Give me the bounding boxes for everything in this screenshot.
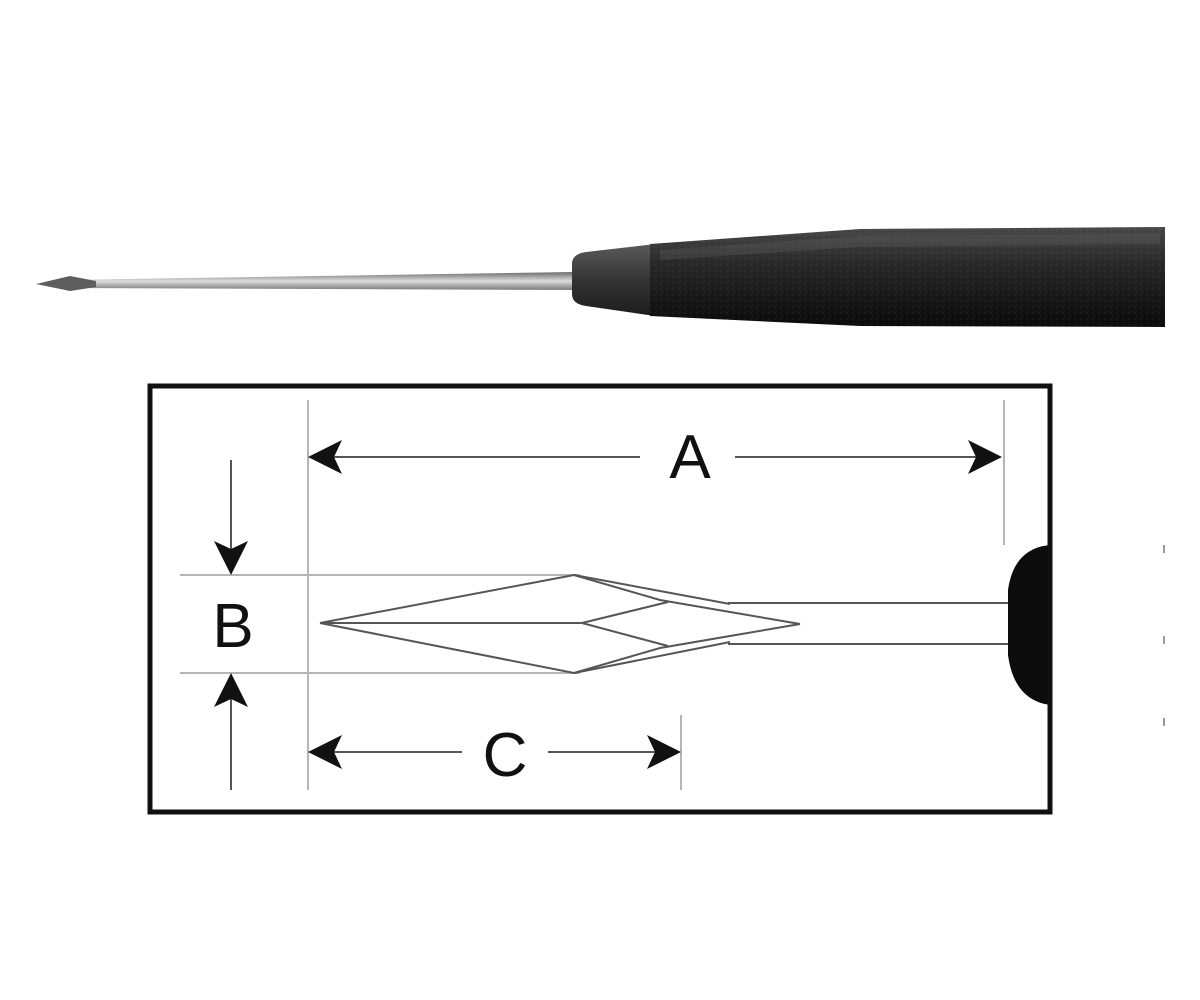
dimension-b: B: [212, 460, 254, 790]
arrowhead-up-icon: [214, 673, 248, 707]
handle-ferrule: [572, 244, 655, 316]
dimension-a: A: [308, 423, 1002, 492]
arrowhead-right-icon: [647, 735, 681, 769]
knife-shaft: [66, 272, 575, 290]
dimension-c: C: [308, 721, 681, 790]
diagram-frame: [147, 383, 1053, 815]
knife-photo: [36, 227, 1165, 327]
arrowhead-left-icon: [308, 735, 342, 769]
dimension-label-a: A: [669, 423, 711, 492]
extension-lines: [180, 400, 1005, 790]
arrowhead-right-icon: [968, 440, 1002, 474]
knife-tip: [36, 276, 96, 291]
dimension-label-b: B: [212, 592, 253, 661]
arrowhead-down-icon: [214, 541, 248, 575]
arrowhead-left-icon: [308, 440, 342, 474]
dimension-label-c: C: [483, 721, 528, 790]
blade-drawing: [319, 573, 1010, 675]
handle-end: [1008, 545, 1048, 705]
